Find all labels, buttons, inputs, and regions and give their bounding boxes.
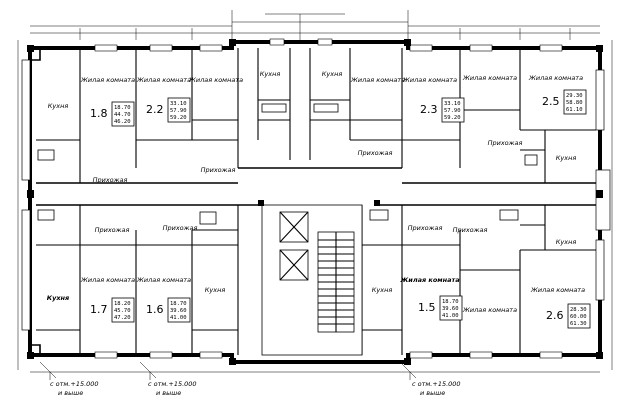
hall-labels: Прихожая Прихожая Прихожая Прихожая Прих… [93, 139, 523, 234]
svg-text:61.10: 61.10 [566, 107, 583, 113]
room-label-living: Жилая комната [80, 276, 135, 284]
apartment-tag-2-2: 2.2 33.10 57.90 59.20 [146, 97, 191, 123]
svg-text:59.20: 59.20 [444, 115, 461, 121]
apartment-tag-2-3: 2.3 33.10 57.90 59.20 [420, 97, 465, 123]
room-label-kitchen: Кухня [556, 154, 577, 162]
room-label-living: Жилая комната [80, 76, 135, 84]
stair-steps [318, 239, 354, 325]
svg-text:18.20: 18.20 [114, 301, 131, 307]
svg-text:18.70: 18.70 [442, 299, 459, 305]
apartment-tag-1-8: 1.8 18.70 44.70 46.20 [90, 101, 135, 127]
room-label-hall: Прихожая [201, 166, 236, 174]
svg-text:45.70: 45.70 [114, 308, 131, 314]
columns [27, 39, 603, 365]
room-label-hall: Прихожая [163, 224, 198, 232]
svg-text:2.6: 2.6 [546, 309, 564, 322]
elevation-note: с отм.+15.000 [148, 380, 197, 388]
elevation-notes: с отм.+15.000 и выше с отм.+15.000 и выш… [39, 361, 461, 397]
elevation-note: с отм.+15.000 [412, 380, 461, 388]
svg-text:46.20: 46.20 [114, 119, 131, 125]
svg-text:41.00: 41.00 [442, 313, 459, 319]
apartment-tag-1-6: 1.6 18.70 39.60 41.00 [146, 297, 191, 323]
svg-text:33.10: 33.10 [170, 101, 187, 107]
room-label-living: Жилая комната [402, 76, 457, 84]
svg-text:1.5: 1.5 [418, 301, 436, 314]
svg-text:33.10: 33.10 [444, 101, 461, 107]
room-label-kitchen: Кухня [48, 102, 69, 110]
room-label-living: Жилая комната [399, 276, 459, 284]
room-label-living: Жилая комната [528, 74, 583, 82]
room-label-kitchen: Кухня [47, 294, 69, 302]
svg-text:39.60: 39.60 [442, 306, 459, 312]
dimension-lines [17, 10, 613, 380]
room-label-kitchen: Кухня [205, 286, 226, 294]
room-label-kitchen: Кухня [322, 70, 343, 78]
elevation-note-above: и выше [420, 389, 445, 397]
room-label-hall: Прихожая [488, 139, 523, 147]
elevation-note-above: и выше [156, 389, 181, 397]
apartment-tag-2-5: 2.5 29.30 58.80 61.10 [542, 89, 587, 115]
svg-text:59.20: 59.20 [170, 115, 187, 121]
sanitary-fixtures [37, 103, 538, 225]
svg-text:18.70: 18.70 [114, 105, 131, 111]
room-label-hall: Прихожая [408, 224, 443, 232]
svg-text:47.20: 47.20 [114, 315, 131, 321]
room-label-living: Жилая комната [136, 276, 191, 284]
svg-text:29.30: 29.30 [566, 93, 583, 99]
svg-text:1.7: 1.7 [90, 303, 108, 316]
apartment-tag-2-6: 2.6 28.30 60.00 61.30 [546, 303, 591, 329]
svg-text:61.30: 61.30 [570, 321, 587, 327]
room-label-hall: Прихожая [93, 176, 128, 184]
svg-text:57.90: 57.90 [444, 108, 461, 114]
room-label-living: Жилая комната [350, 76, 405, 84]
apartment-tags: 1.8 18.70 44.70 46.20 2.2 33.10 57.90 59… [90, 89, 591, 329]
elevation-note-above: и выше [58, 389, 83, 397]
room-label-living: Жилая комната [136, 76, 191, 84]
windows [94, 38, 563, 359]
stair-core [261, 204, 363, 356]
living-room-labels: Жилая комната Жилая комната Жилая комнат… [80, 74, 585, 314]
apartment-tag-1-5: 1.5 18.70 39.60 41.00 [418, 295, 463, 321]
room-label-living: Жилая комната [462, 306, 517, 314]
room-label-living: Жилая комната [188, 76, 243, 84]
kitchen-labels: Кухня Кухня Кухня Кухня Кухня Кухня Кухн… [47, 70, 577, 302]
room-label-kitchen: Кухня [372, 286, 393, 294]
svg-text:57.90: 57.90 [170, 108, 187, 114]
svg-text:1.6: 1.6 [146, 303, 164, 316]
svg-text:2.2: 2.2 [146, 103, 164, 116]
svg-text:39.60: 39.60 [170, 308, 187, 314]
svg-text:44.70: 44.70 [114, 112, 131, 118]
svg-text:2.5: 2.5 [542, 95, 560, 108]
svg-text:58.80: 58.80 [566, 100, 583, 106]
room-label-living: Жилая комната [530, 286, 585, 294]
top-partitions [36, 48, 596, 183]
apartment-tag-1-7: 1.7 18.20 45.70 47.20 [90, 297, 135, 323]
room-label-living: Жилая комната [462, 74, 517, 82]
svg-text:28.30: 28.30 [570, 307, 587, 313]
room-label-hall: Прихожая [95, 226, 130, 234]
room-label-kitchen: Кухня [260, 70, 281, 78]
svg-text:41.00: 41.00 [170, 315, 187, 321]
balconies [21, 59, 611, 331]
corridor [36, 167, 596, 206]
elevation-note: с отм.+15.000 [50, 380, 99, 388]
room-label-hall: Прихожая [358, 149, 393, 157]
room-label-kitchen: Кухня [556, 238, 577, 246]
svg-text:2.3: 2.3 [420, 103, 438, 116]
svg-text:60.00: 60.00 [570, 314, 587, 320]
svg-text:1.8: 1.8 [90, 107, 108, 120]
room-label-hall: Прихожая [453, 226, 488, 234]
svg-text:18.70: 18.70 [170, 301, 187, 307]
